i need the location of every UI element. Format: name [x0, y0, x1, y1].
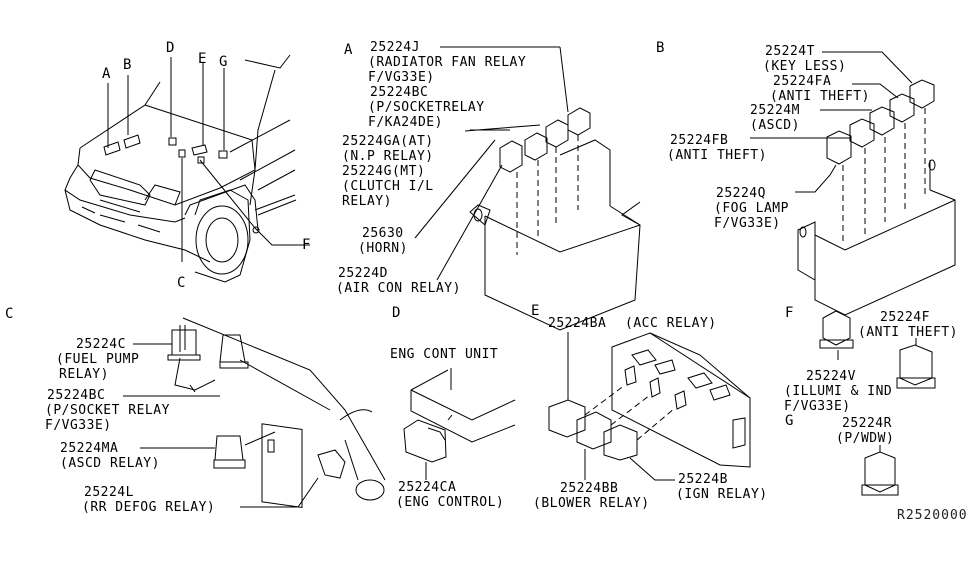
- part-number: 25224FA: [773, 74, 832, 89]
- section-label-a: A: [344, 42, 353, 58]
- part-description: (AIR CON RELAY): [336, 281, 461, 296]
- part-description: (RADIATOR FAN RELAY: [368, 55, 527, 70]
- location-label-a: A: [102, 66, 111, 82]
- part-description: (IGN RELAY): [676, 487, 768, 502]
- section-c-drawing: [123, 317, 386, 509]
- part-number: 25224GA(AT): [342, 134, 434, 149]
- part-description: (ASCD RELAY): [60, 456, 160, 471]
- part-number: 25224BC: [370, 85, 429, 100]
- part-number: 25224B: [678, 472, 728, 487]
- vehicle-overview-drawing: [64, 54, 310, 283]
- part-description: (FOG LAMP: [714, 201, 789, 216]
- section-label-b: B: [656, 40, 665, 56]
- part-description: F/VG33E): [784, 399, 851, 414]
- part-number: 25224R: [842, 416, 892, 431]
- part-description: (ANTI THEFT): [770, 89, 870, 104]
- section-label-d: D: [392, 305, 401, 321]
- location-label-c: C: [177, 275, 186, 291]
- part-number: 25224M: [750, 103, 800, 118]
- part-number: 25224F: [880, 310, 930, 325]
- section-label-g: G: [785, 413, 794, 429]
- section-label-e: E: [531, 303, 540, 319]
- part-number: 25224T: [765, 44, 815, 59]
- section-a-drawing: [414, 46, 641, 331]
- part-number: 25224FB: [670, 133, 729, 148]
- part-description: (ASCD): [750, 118, 800, 133]
- part-number: 25224BC: [47, 388, 106, 403]
- part-description: (BLOWER RELAY): [533, 496, 650, 511]
- part-description: F/VG33E): [368, 70, 435, 85]
- part-description: (KEY LESS): [763, 59, 847, 74]
- part-description: RELAY): [342, 194, 392, 209]
- part-number: 25224G(MT): [342, 164, 426, 179]
- part-description: (N.P RELAY): [342, 149, 434, 164]
- part-description: RELAY): [59, 367, 109, 382]
- part-number: 25224L: [84, 485, 134, 500]
- part-description: (ILLUMI & IND: [784, 384, 893, 399]
- part-number: 25224CA: [398, 480, 457, 495]
- section-d-drawing: [403, 368, 516, 480]
- eng-cont-unit-label: ENG CONT UNIT: [390, 347, 499, 362]
- part-description: (ANTI THEFT): [858, 325, 958, 340]
- part-description: F/VG33E): [45, 418, 112, 433]
- part-number: 25224MA: [60, 441, 119, 456]
- part-number: 25224C: [76, 337, 126, 352]
- part-description: (RR DEFOG RELAY): [82, 500, 216, 515]
- location-label-f: F: [302, 237, 311, 253]
- section-label-c: C: [5, 306, 14, 322]
- part-description: (ANTI THEFT): [667, 148, 767, 163]
- location-label-d: D: [166, 40, 175, 56]
- part-description: (P/SOCKET RELAY: [45, 403, 170, 418]
- diagram-reference-code: R2520000: [897, 508, 968, 523]
- part-number: 25224Q: [716, 186, 766, 201]
- section-e-drawing: [548, 332, 751, 481]
- part-number: 25224J: [370, 40, 420, 55]
- part-description: (FUEL PUMP: [56, 352, 140, 367]
- part-number: 25224V: [806, 369, 856, 384]
- part-description: (P/WDW): [836, 431, 895, 446]
- part-number: 25224BA: [548, 316, 607, 331]
- part-number: 25224BB: [560, 481, 619, 496]
- part-description: (ENG CONTROL): [396, 495, 505, 510]
- part-description: F/VG33E): [714, 216, 781, 231]
- part-description: (P/SOCKETRELAY: [368, 100, 485, 115]
- part-description: F/KA24DE): [368, 115, 443, 130]
- section-fg-drawing: [819, 310, 936, 496]
- location-label-g: G: [219, 54, 228, 70]
- section-label-f: F: [785, 305, 794, 321]
- section-b-drawing: [750, 51, 956, 316]
- part-number: 25224D: [338, 266, 388, 281]
- part-description: (CLUTCH I/L: [342, 179, 434, 194]
- part-description: (ACC RELAY): [625, 316, 717, 331]
- location-label-b: B: [123, 57, 132, 73]
- relay-stack-a: [499, 107, 591, 173]
- part-number: 25630: [362, 226, 404, 241]
- relay-stack-b: [826, 79, 935, 165]
- location-label-e: E: [198, 51, 207, 67]
- part-description: (HORN): [358, 241, 408, 256]
